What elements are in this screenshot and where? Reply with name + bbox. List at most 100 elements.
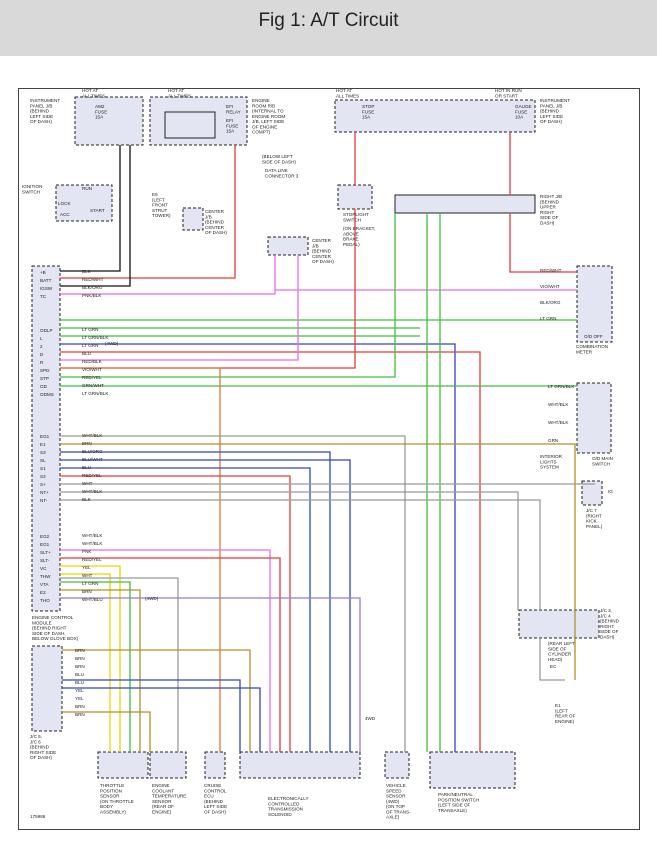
jc5-wire-6: YEL xyxy=(75,696,84,701)
ecm-pin-5: L xyxy=(40,336,43,341)
ecm-wire-11: GRN/WHT xyxy=(82,383,104,388)
ecm-pin-0: +B xyxy=(40,270,46,275)
ecm3-pin-2: SLT+ xyxy=(40,550,51,555)
wire-blu-d xyxy=(60,343,456,752)
ecm-pin-2: IGSW xyxy=(40,286,53,291)
wire-red-r xyxy=(60,351,481,752)
jc7-box xyxy=(581,480,603,506)
label-start: START xyxy=(90,208,105,213)
ecm3-wire-1: WHT/BLK xyxy=(82,541,103,546)
od-wire-3: GRN xyxy=(548,438,558,443)
center-jb1-box xyxy=(182,207,204,231)
ecm-wire-1: RED/WHT xyxy=(82,277,104,282)
ecm3-pin-1: EG1 xyxy=(40,542,50,547)
center-jb2-box xyxy=(267,236,309,256)
coolant-sensor-box xyxy=(149,751,187,779)
ecm-box xyxy=(31,265,61,612)
jc5-wire-0: BRN xyxy=(75,648,85,653)
ecm2-pin-7: NT+ xyxy=(40,490,49,495)
cruise-ecu-box xyxy=(204,751,226,779)
ecm2-pin-2: S3 xyxy=(40,450,46,455)
ecm2-pin-4: S1 xyxy=(40,466,46,471)
ecm2-pin-0: EG1 xyxy=(40,434,50,439)
jc5-wire-4: BLU xyxy=(75,680,84,685)
ecm-wire-0: BLK xyxy=(82,269,92,274)
diagram-frame xyxy=(18,88,640,830)
ecm3-wire-2: PNK xyxy=(82,549,92,554)
ecm-wire-6: LT GRN xyxy=(82,343,98,348)
figure-header: Fig 1: A/T Circuit xyxy=(0,0,657,56)
stop-gauge-fuse-box xyxy=(334,99,536,133)
wire-gray-eg1 xyxy=(60,435,406,752)
wire-batt-red xyxy=(60,145,236,279)
ecm-wire-8: RED/BLK xyxy=(82,359,103,364)
ecm2-wire-6: WHT xyxy=(82,481,93,486)
ecm-pin-4: ODLP xyxy=(40,328,53,333)
ecm2-pin-6: S+ xyxy=(40,482,46,487)
wire-blk-b xyxy=(60,145,121,272)
jc5-box xyxy=(31,645,63,732)
ecm3-pin-3: SLT- xyxy=(40,558,50,563)
label-ec: EC xyxy=(550,664,557,669)
ecm2-wire-8: BLK xyxy=(82,497,92,502)
ecm2-wire-5: RED/YEL xyxy=(82,473,102,478)
ecm3-pin-8: THO xyxy=(40,598,50,603)
wire-olive-e2 xyxy=(60,589,141,752)
ecm2-wire-4: BLU xyxy=(82,465,91,470)
ecm3-wire-3: RED/YEL xyxy=(82,557,102,562)
combination-meter-box xyxy=(576,265,613,343)
ecm3-wire-8: WHT/BLU xyxy=(82,597,103,602)
ecm-pin-3: TC xyxy=(40,294,47,299)
ecm-pin-10: STP xyxy=(40,376,49,381)
ecm-wire-9: VIO/WHT xyxy=(82,367,102,372)
efi-relay xyxy=(164,111,216,139)
wire-blu-sl xyxy=(60,459,351,752)
ecm2-wire-2: BLU/ORG xyxy=(82,449,103,454)
meter-wire-0: RED/WHT xyxy=(540,268,562,273)
wire-blu-s1 xyxy=(60,467,311,752)
wire-olive-e1 xyxy=(60,443,576,680)
label-ig: IG xyxy=(608,489,613,494)
jc3-box xyxy=(518,609,600,639)
od-wire-2: WHT/BLK xyxy=(548,420,569,425)
ecm3-wire-0: WHT/BLK xyxy=(82,533,103,538)
wire-yel-vc2 xyxy=(60,573,111,752)
jc5-wire-7: BRN xyxy=(75,704,85,709)
meter-wire-1: VIO/WHT xyxy=(540,284,560,289)
jc5-wire-8: BRN xyxy=(75,712,85,717)
vss-box xyxy=(384,751,410,779)
wire-grn-vta xyxy=(60,581,131,752)
ecm-wire-2: BLK/ORG xyxy=(82,285,103,290)
park-switch-box xyxy=(429,751,516,789)
jc5-wire-2: BRN xyxy=(75,664,85,669)
label-run: RUN xyxy=(82,186,92,191)
right-jb-box xyxy=(394,194,536,214)
ecm-wire-10: RED/YEL xyxy=(82,375,102,380)
ecm3-pin-0: EG2 xyxy=(40,534,50,539)
ecm-wire-3: PNK/BLK xyxy=(82,293,102,298)
